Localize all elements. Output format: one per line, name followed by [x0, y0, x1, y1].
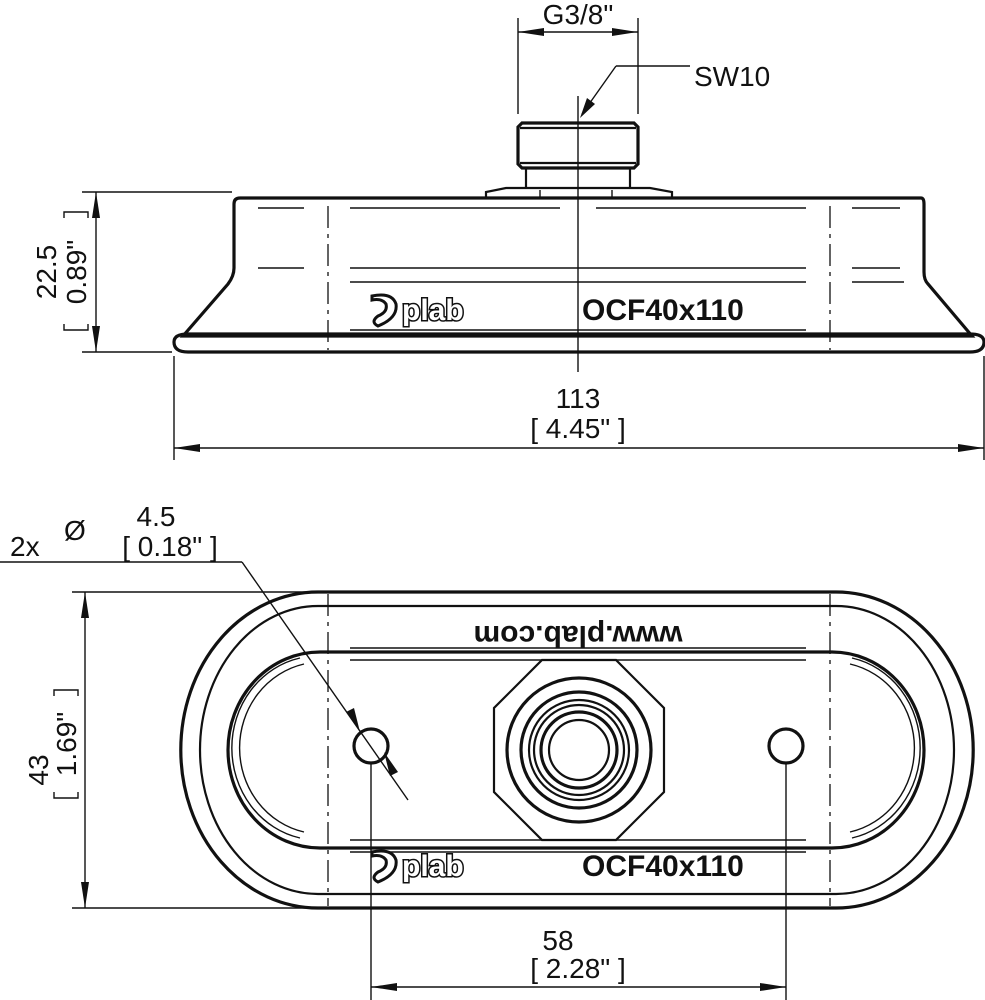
cup-outline-top — [179, 590, 975, 910]
height-in: 0.89" — [61, 240, 92, 304]
hole-diameter-in: [ 0.18" ] — [122, 531, 218, 562]
width-in: [ 4.45" ] — [530, 413, 626, 444]
mounting-hole-right — [767, 727, 805, 765]
spacing-mm: 58 — [542, 925, 573, 956]
threaded-fitting — [484, 121, 674, 198]
plab-logo-icon — [370, 849, 398, 884]
brand-name: plab — [402, 294, 464, 327]
side-width-dimension: 113 [ 4.45" ] — [173, 356, 985, 460]
width-mm: 113 — [556, 383, 601, 414]
wrench-size-label: SW10 — [694, 61, 770, 92]
height-mm: 22.5 — [31, 245, 62, 300]
hole-count: 2x — [10, 531, 40, 562]
diameter-symbol-icon: Ø — [64, 515, 86, 546]
thread-dimension: G3/8" — [517, 0, 639, 114]
url-text: www.plab.com — [474, 619, 684, 652]
center-port — [492, 658, 666, 842]
height-in: 1.69" — [51, 712, 82, 776]
url-marking: www.plab.com — [474, 619, 684, 652]
top-branding: plab OCF40x110 — [370, 849, 744, 885]
plab-logo-icon — [370, 293, 398, 328]
hole-diameter-mm: 4.5 — [137, 501, 176, 532]
top-height-dimension: 43 1.69" — [23, 591, 318, 909]
side-height-dimension: 22.5 0.89" — [31, 191, 232, 353]
hole-callout: 2x Ø 4.5 [ 0.18" ] — [0, 501, 409, 801]
thread-label: G3/8" — [543, 0, 614, 30]
hole-spacing-dimension: 58 [ 2.28" ] — [370, 763, 787, 1000]
top-view: 2x Ø 4.5 [ 0.18" ] — [0, 501, 975, 1000]
model-name: OCF40x110 — [582, 294, 744, 327]
side-view: G3/8" SW10 — [31, 0, 985, 460]
brand-name: plab — [402, 850, 464, 883]
cup-body — [172, 96, 985, 372]
height-mm: 43 — [23, 754, 54, 785]
model-name: OCF40x110 — [582, 850, 744, 883]
side-branding: plab OCF40x110 — [370, 293, 744, 329]
wrench-size-leader: SW10 — [580, 61, 770, 118]
spacing-in: [ 2.28" ] — [530, 953, 626, 984]
